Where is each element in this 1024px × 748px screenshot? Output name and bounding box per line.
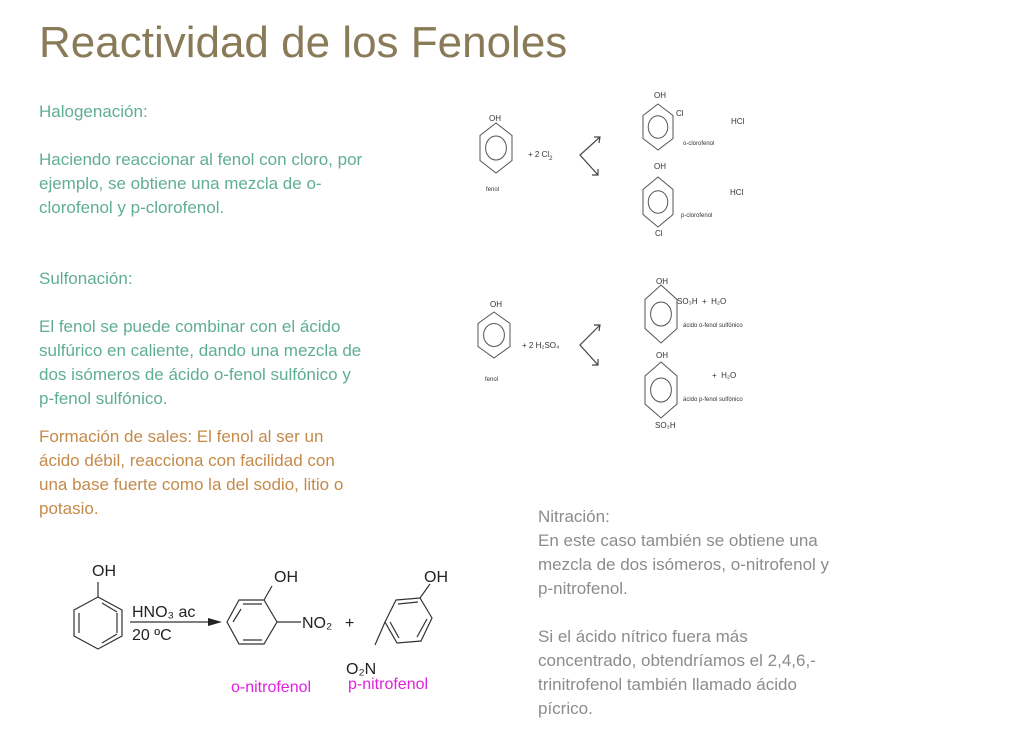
nitracion-diagram: OH HNO₃ ac 20 ºC OH NO₂ + OH O₂N o-nitro… bbox=[92, 563, 448, 696]
text-line: una base fuerte como la del sodio, litio… bbox=[39, 475, 344, 494]
sulfonacion-diagram: OH fenol + 2 H₂SO₄ OH SO₃H + H₂O ácido o… bbox=[485, 277, 743, 430]
fenol-label: fenol bbox=[485, 377, 498, 383]
text-line: sulfúrico en caliente, dando una mezcla … bbox=[39, 341, 362, 360]
text-line: p-nitrofenol. bbox=[538, 579, 628, 598]
reagent-label: + 2 Cl2 bbox=[528, 150, 553, 162]
benzene-ring bbox=[73, 596, 123, 650]
text-line: Haciendo reaccionar al fenol con cloro, … bbox=[39, 150, 363, 169]
sulfonacion-text: Sulfonación: El fenol se puede combinar … bbox=[39, 267, 361, 411]
benzene-ring bbox=[642, 103, 674, 151]
cl-label: Cl bbox=[676, 109, 684, 118]
reaction-arrows bbox=[579, 136, 601, 366]
text-line: ejemplo, se obtiene una mezcla de o- bbox=[39, 174, 322, 193]
text-line: mezcla de dos isómeros, o-nitrofenol y bbox=[538, 555, 830, 574]
nitracion-heading: Nitración: bbox=[538, 507, 610, 526]
text-line: Si el ácido nítrico fuera más bbox=[538, 627, 748, 646]
oh-label: OH bbox=[424, 569, 448, 586]
p-clorofenol-label: p-clorofenol bbox=[681, 213, 712, 219]
so3h-water-label: SO₃H + H₂O bbox=[677, 297, 726, 306]
no2-label: NO₂ bbox=[302, 615, 332, 632]
halogenacion-diagram: OH fenol + 2 Cl2 OH Cl o-clorofenol HCl … bbox=[486, 91, 745, 238]
oh-label: OH bbox=[489, 114, 501, 123]
nitracion-structures bbox=[73, 582, 433, 650]
halogenacion-heading: Halogenación: bbox=[39, 102, 148, 121]
aromatic-circle bbox=[483, 323, 505, 347]
text-line: pícrico. bbox=[538, 699, 593, 718]
p-sulfonico-label: ácido p-fenol sulfónico bbox=[683, 397, 743, 403]
nitracion-text: Nitración: En este caso también se obtie… bbox=[538, 505, 829, 721]
aromatic-circle bbox=[647, 190, 669, 214]
benzene-ring bbox=[477, 311, 511, 359]
o-nitrofenol-ring bbox=[226, 599, 278, 645]
aromatic-circle bbox=[647, 115, 669, 139]
text-line: clorofenol y p-clorofenol. bbox=[39, 198, 225, 217]
text-line: p-fenol sulfónico. bbox=[39, 389, 168, 408]
benzene-ring bbox=[644, 284, 678, 344]
o-nitrofenol-label: o-nitrofenol bbox=[231, 679, 311, 696]
reagent-label: + 2 H₂SO₄ bbox=[522, 341, 559, 350]
conditions-label: 20 ºC bbox=[132, 627, 172, 644]
fenol-label: fenol bbox=[486, 187, 499, 193]
halogenacion-text: Halogenación: Haciendo reaccionar al fen… bbox=[39, 100, 362, 220]
oh-label: OH bbox=[654, 162, 666, 171]
branch-arrow-halogenacion bbox=[579, 136, 601, 176]
text-line: concentrado, obtendríamos el 2,4,6,- bbox=[538, 651, 816, 670]
aromatic-circle bbox=[650, 377, 672, 403]
plus-label: + bbox=[345, 615, 354, 632]
text-line: ácido débil, reacciona con facilidad con bbox=[39, 451, 335, 470]
hcl-label: HCl bbox=[730, 188, 744, 197]
branch-arrow-sulfonacion bbox=[579, 324, 601, 366]
sales-text: Formación de sales: El fenol al ser un á… bbox=[39, 425, 343, 521]
text-line: El fenol se puede combinar con el ácido bbox=[39, 317, 341, 336]
benzene-ring bbox=[644, 361, 678, 419]
oh-label: OH bbox=[656, 351, 668, 360]
hcl-label: HCl bbox=[731, 117, 745, 126]
text-line: Formación de sales: El fenol al ser un bbox=[39, 427, 324, 446]
cl-label: Cl bbox=[655, 229, 663, 238]
benzene-ring bbox=[479, 122, 513, 174]
sulfonacion-heading: Sulfonación: bbox=[39, 269, 133, 288]
reagent-label: HNO₃ ac bbox=[132, 604, 195, 621]
benzene-ring bbox=[642, 176, 674, 228]
o2n-label: O₂N bbox=[346, 661, 376, 678]
text-line: dos isómeros de ácido o-fenol sulfónico … bbox=[39, 365, 351, 384]
o-sulfonico-label: ácido o-fenol sulfónico bbox=[683, 323, 743, 329]
oh-label: OH bbox=[92, 563, 116, 580]
oh-label: OH bbox=[490, 300, 502, 309]
text-line: potasio. bbox=[39, 499, 99, 518]
text-line: trinitrofenol también llamado ácido bbox=[538, 675, 797, 694]
oh-label: OH bbox=[654, 91, 666, 100]
oh-label: OH bbox=[274, 569, 298, 586]
arrow-head bbox=[208, 618, 222, 626]
water-label: + H₂O bbox=[712, 371, 736, 380]
aromatic-circle bbox=[650, 301, 672, 327]
oh-label: OH bbox=[656, 277, 668, 286]
text-line: En este caso también se obtiene una bbox=[538, 531, 818, 550]
p-nitrofenol-ring bbox=[384, 597, 433, 644]
o-clorofenol-label: o-clorofenol bbox=[683, 141, 714, 147]
so3h-label: SO₃H bbox=[655, 421, 676, 430]
aromatic-circle bbox=[485, 135, 507, 161]
page-title: Reactividad de los Fenoles bbox=[39, 18, 568, 67]
p-nitrofenol-label: p-nitrofenol bbox=[348, 676, 428, 693]
